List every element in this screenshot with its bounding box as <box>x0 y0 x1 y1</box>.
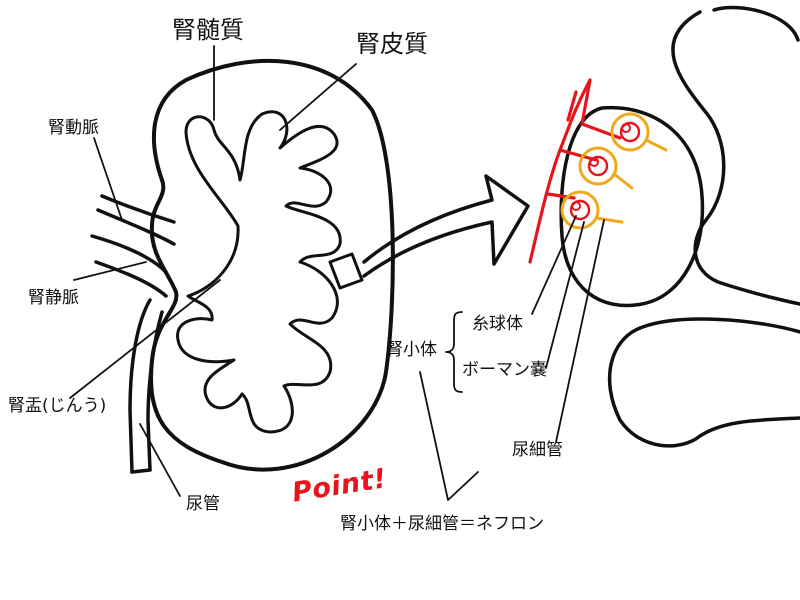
label-renal-tubule: 尿細管 <box>512 440 563 460</box>
label-ureter: 尿管 <box>186 494 220 514</box>
label-renal-vein: 腎静脈 <box>28 288 79 308</box>
tissue-outline-right <box>712 5 800 42</box>
ureter-tube <box>128 298 164 474</box>
label-renal-pelvis: 腎盂(じんう) <box>8 396 107 416</box>
kidney-outline <box>149 58 395 472</box>
label-renal-artery: 腎動脈 <box>48 118 99 138</box>
label-renal-corpuscle: 腎小体 <box>386 340 437 360</box>
renal-artery-tube <box>96 194 176 246</box>
tissue-outline-lower2 <box>638 317 800 334</box>
leader-lines <box>69 45 605 501</box>
lobule-outline <box>559 105 705 308</box>
renal-vein-tube <box>90 234 168 298</box>
kidney-inner-cavity <box>176 110 342 434</box>
label-glomerulus: 糸球体 <box>472 314 523 334</box>
corpuscle-brace <box>445 311 463 393</box>
tissue-outline-lower <box>607 326 800 448</box>
ureter-end <box>130 468 152 474</box>
glomerulus-3 <box>560 190 624 230</box>
glomerulus-1 <box>610 112 668 152</box>
label-renal-cortex: 腎皮質 <box>356 30 428 58</box>
tissue-outline-upper <box>671 10 800 306</box>
cortex-marker <box>328 252 364 290</box>
glomerulus-2 <box>578 146 634 190</box>
nephron-formula: 腎小体＋尿細管＝ネフロン <box>340 514 544 534</box>
zoom-arrow <box>362 174 530 278</box>
label-bowman-capsule: ボーマン嚢 <box>462 360 547 380</box>
blood-vessels <box>528 78 622 264</box>
label-renal-medulla: 腎髄質 <box>172 16 244 44</box>
